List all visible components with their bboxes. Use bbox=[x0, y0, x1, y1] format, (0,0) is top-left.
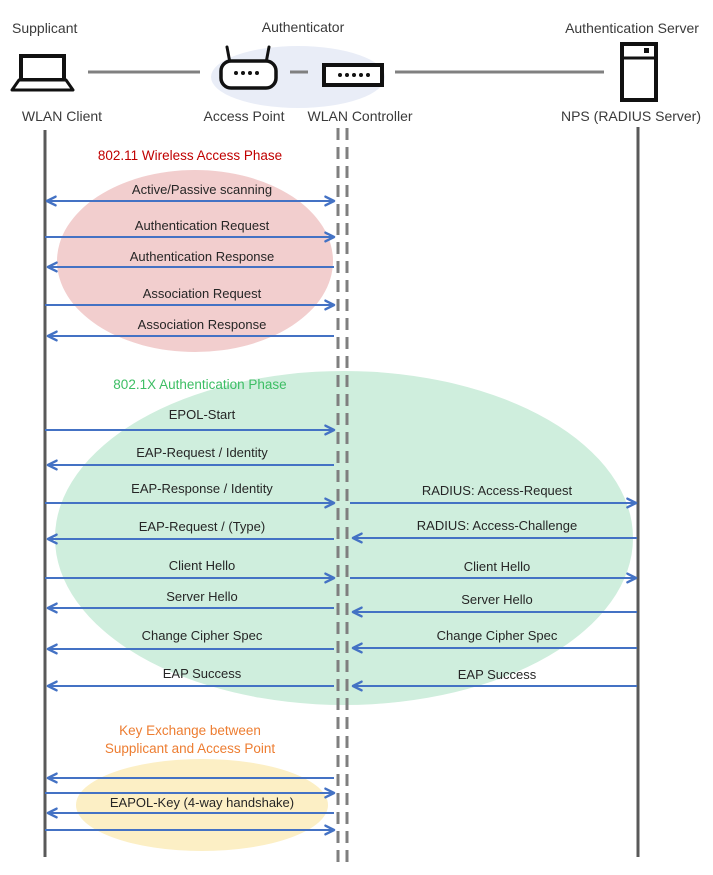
phase2-title: 802.1X Authentication Phase bbox=[113, 377, 286, 392]
message-label: Server Hello bbox=[166, 589, 238, 604]
message-label: Active/Passive scanning bbox=[132, 182, 272, 197]
supplicant-role-label: Supplicant bbox=[12, 20, 77, 36]
message-label: Client Hello bbox=[169, 558, 235, 573]
wlan-client-label: WLAN Client bbox=[22, 108, 102, 124]
wlan-controller-label: WLAN Controller bbox=[307, 108, 412, 124]
message-label: EAP Success bbox=[163, 666, 242, 681]
message-label: RADIUS: Access-Challenge bbox=[417, 518, 577, 533]
access-point-icon bbox=[219, 45, 278, 90]
phase1-title: 802.11 Wireless Access Phase bbox=[98, 148, 282, 163]
message-label: EAP-Request / Identity bbox=[136, 445, 268, 460]
message-label: RADIUS: Access-Request bbox=[422, 483, 573, 498]
wlan-controller-icon bbox=[322, 63, 384, 87]
message-label: Authentication Response bbox=[130, 249, 275, 264]
nps-label: NPS (RADIUS Server) bbox=[561, 108, 701, 124]
access-point-label: Access Point bbox=[204, 108, 285, 124]
message-label: EAP-Request / (Type) bbox=[139, 519, 265, 534]
phase3-ellipse bbox=[76, 759, 328, 851]
phase1-ellipse bbox=[57, 170, 333, 352]
message-label: Change Cipher Spec bbox=[437, 628, 558, 643]
message-label: EPOL-Start bbox=[169, 407, 236, 422]
phase2-ellipse bbox=[55, 371, 633, 705]
laptop-icon bbox=[10, 54, 75, 92]
message-label: Client Hello bbox=[464, 559, 530, 574]
auth-server-role-label: Authentication Server bbox=[565, 20, 699, 36]
authenticator-role-label: Authenticator bbox=[262, 19, 345, 35]
phase3-title-line1: Key Exchange between bbox=[119, 723, 261, 738]
message-label: Server Hello bbox=[461, 592, 533, 607]
message-label: EAP-Response / Identity bbox=[131, 481, 273, 496]
server-icon bbox=[620, 42, 658, 102]
message-label: Authentication Request bbox=[135, 218, 270, 233]
message-label: EAP Success bbox=[458, 667, 537, 682]
phase3-title-line2: Supplicant and Access Point bbox=[105, 741, 276, 756]
message-label: Association Response bbox=[138, 317, 267, 332]
message-label: Change Cipher Spec bbox=[142, 628, 263, 643]
handshake-label: EAPOL-Key (4-way handshake) bbox=[110, 795, 294, 810]
message-label: Association Request bbox=[143, 286, 262, 301]
